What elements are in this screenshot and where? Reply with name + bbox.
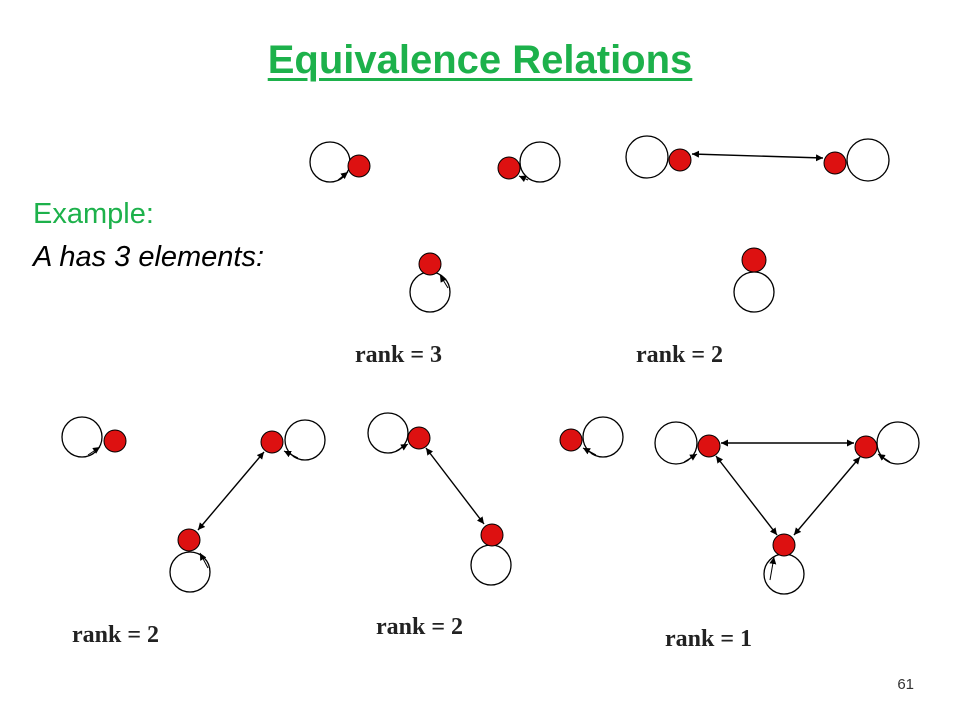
node xyxy=(103,429,127,453)
loop-arrowhead xyxy=(683,453,698,463)
loop-arrowhead xyxy=(518,175,529,183)
node xyxy=(260,430,284,454)
slide-title: Equivalence Relations xyxy=(267,38,693,82)
rank-label: rank = 1 xyxy=(665,626,753,652)
self-loop xyxy=(61,416,103,458)
page-number: 61 xyxy=(897,676,914,693)
rank-label: rank = 3 xyxy=(355,342,443,368)
graph-rank-2-b xyxy=(61,416,326,593)
node xyxy=(668,148,692,172)
bidirectional-edge xyxy=(793,456,861,536)
node xyxy=(480,523,504,547)
rank-label: rank = 2 xyxy=(376,614,464,640)
loop-arrowhead xyxy=(337,171,349,181)
loop-arrowhead xyxy=(877,453,891,463)
self-loop xyxy=(470,544,512,586)
graph-rank-3 xyxy=(309,141,561,313)
node xyxy=(772,533,796,557)
loop-arrowhead xyxy=(769,556,777,581)
graph-rank-1 xyxy=(654,421,920,595)
loop-arrowhead xyxy=(439,274,449,289)
self-loop xyxy=(367,412,409,454)
loop-arrowhead xyxy=(395,443,409,452)
bidirectional-edge xyxy=(715,455,778,536)
loop-arrowhead xyxy=(582,447,597,456)
loop-arrowhead xyxy=(283,450,299,459)
bidirectional-edge xyxy=(197,451,265,531)
node xyxy=(854,435,878,459)
node xyxy=(559,428,583,452)
graph-rank-2-a xyxy=(625,135,890,313)
subtitle: A has 3 elements: xyxy=(33,241,265,273)
self-loop xyxy=(654,421,698,465)
bidirectional-edge xyxy=(425,447,485,525)
node xyxy=(741,247,767,273)
graph-rank-2-c xyxy=(367,412,624,586)
node xyxy=(497,156,521,180)
node xyxy=(177,528,201,552)
node xyxy=(697,434,721,458)
self-loop xyxy=(309,141,351,183)
node xyxy=(407,426,431,450)
rank-label: rank = 2 xyxy=(72,622,160,648)
self-loop xyxy=(846,138,890,182)
loop-arrowhead xyxy=(199,552,209,569)
self-loop xyxy=(169,551,211,593)
example-label: Example: xyxy=(33,198,154,230)
self-loop xyxy=(519,141,561,183)
self-loop xyxy=(284,419,326,461)
node xyxy=(823,151,847,175)
self-loop xyxy=(409,271,451,313)
self-loop xyxy=(763,553,805,595)
self-loop xyxy=(582,416,624,458)
self-loop xyxy=(733,271,775,313)
self-loop xyxy=(625,135,669,179)
self-loop xyxy=(876,421,920,465)
rank-label: rank = 2 xyxy=(636,342,724,368)
loop-arrowhead xyxy=(87,446,101,456)
node xyxy=(347,154,371,178)
bidirectional-edge xyxy=(691,150,824,162)
node xyxy=(418,252,442,276)
